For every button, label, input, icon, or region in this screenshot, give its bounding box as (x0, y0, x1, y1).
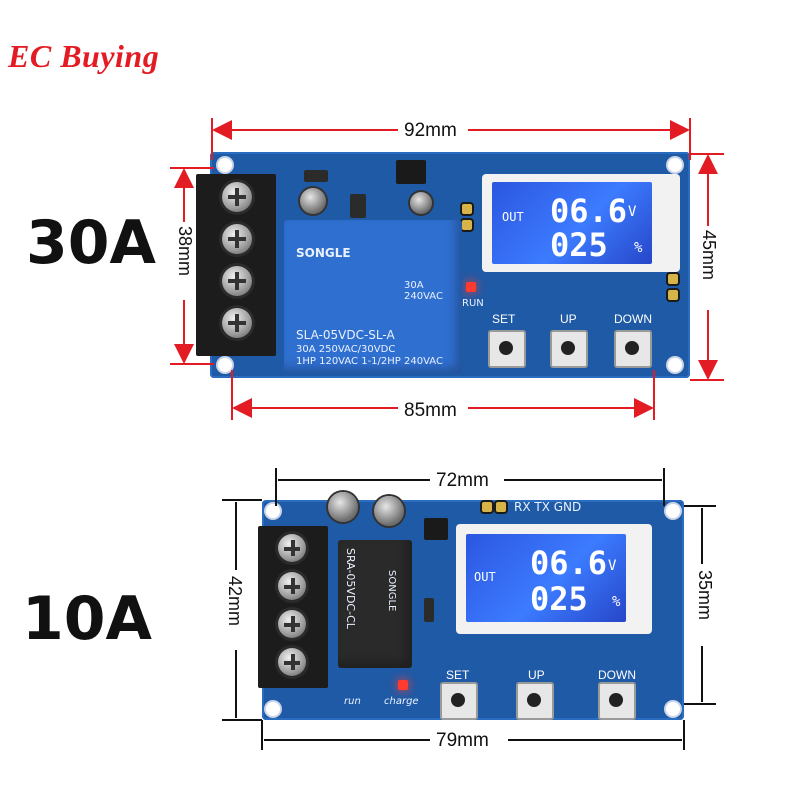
relay: SONGLE SLA-05VDC-SL-A 30A 250VAC/30VDC 1… (284, 220, 462, 374)
header-pin-icon (668, 290, 678, 300)
run-silk-label: run (344, 696, 361, 707)
screw-terminal-icon (222, 308, 252, 338)
relay-rating-2: 1HP 120VAC 1-1/2HP 240VAC (296, 356, 443, 367)
chip-icon (396, 160, 426, 184)
screw-terminal-icon (278, 648, 306, 676)
mount-hole-icon (218, 358, 232, 372)
header-pin-icon (668, 274, 678, 284)
relay-rating-1: 30A 250VAC/30VDC (296, 344, 396, 355)
header-rx-tx-gnd: RX TX GND (514, 500, 582, 514)
header-pin-icon (462, 204, 472, 214)
set-label: SET (446, 668, 470, 682)
screw-terminal-block (258, 526, 328, 688)
mount-hole-icon (668, 158, 682, 172)
bottom-height-left-label: 42mm (225, 576, 245, 627)
top-width-top-label: 92mm (404, 120, 457, 141)
mount-hole-icon (218, 158, 232, 172)
lcd-percent: 025 (550, 226, 608, 264)
capacitor-icon (300, 188, 326, 214)
up-button[interactable] (550, 330, 588, 368)
lcd-module: OUT 06.6 V 025 % (482, 174, 680, 272)
lcd-screen: OUT 06.6 V 025 % (492, 182, 652, 264)
screw-terminal-icon (222, 182, 252, 212)
run-silk-label: RUN (462, 298, 484, 309)
red-led-icon (466, 282, 476, 292)
lcd-screen: OUT 06.6 V 025 % (466, 534, 626, 622)
up-label: UP (528, 668, 545, 682)
capacitor-icon (410, 192, 432, 214)
lcd-voltage: 06.6 (550, 192, 628, 230)
lcd-unit-v: V (608, 558, 617, 574)
up-label: UP (560, 312, 577, 326)
down-button[interactable] (614, 330, 652, 368)
bottom-height-right-label: 35mm (695, 570, 715, 621)
header-pin-icon (496, 502, 506, 512)
red-led-icon (398, 680, 408, 690)
top-rating-label: 30A (26, 208, 156, 278)
lcd-percent: 025 (530, 580, 588, 618)
lcd-module: OUT 06.6 V 025 % (456, 524, 652, 634)
charge-silk-label: charge (384, 696, 419, 707)
relay-brand: SONGLE (296, 246, 351, 260)
mount-hole-icon (266, 504, 280, 518)
lcd-out-label: OUT (502, 210, 524, 224)
down-button[interactable] (598, 682, 636, 720)
lcd-out-label: OUT (474, 570, 496, 584)
down-label: DOWN (598, 668, 636, 682)
component-icon (350, 194, 366, 218)
top-width-bottom-label: 85mm (404, 400, 457, 421)
lcd-unit-percent: % (634, 240, 643, 256)
mount-hole-icon (666, 702, 680, 716)
relay-rating-3: 30A 240VAC (404, 280, 443, 302)
header-pin-icon (462, 220, 472, 230)
screw-terminal-icon (278, 610, 306, 638)
bottom-pcb-board: RX TX GND SRA-05VDC-CL SONGLE run charge… (262, 492, 684, 720)
relay-model: SRA-05VDC-CL (344, 548, 357, 629)
relay-brand: SONGLE (386, 570, 397, 612)
set-label: SET (492, 312, 516, 326)
screw-terminal-icon (278, 572, 306, 600)
capacitor-icon (374, 496, 404, 526)
mount-hole-icon (266, 702, 280, 716)
relay: SRA-05VDC-CL SONGLE (338, 540, 412, 668)
lcd-voltage: 06.6 (530, 544, 608, 582)
header-pin-icon (482, 502, 492, 512)
brand-logo: EC Buying (8, 38, 160, 74)
mount-hole-icon (666, 504, 680, 518)
lcd-unit-v: V (628, 204, 637, 220)
chip-icon (424, 518, 448, 540)
top-pcb-board: RUN SONGLE SLA-05VDC-SL-A 30A 250VAC/30V… (210, 152, 690, 378)
top-height-right-label: 45mm (699, 230, 719, 281)
relay-model: SLA-05VDC-SL-A (296, 328, 395, 342)
lcd-unit-percent: % (612, 594, 621, 610)
diode-icon (304, 170, 328, 182)
screw-terminal-block (196, 174, 276, 356)
bottom-width-bottom-label: 79mm (436, 730, 489, 751)
top-height-left-label: 38mm (175, 226, 195, 277)
capacitor-icon (328, 492, 358, 522)
screw-terminal-icon (278, 534, 306, 562)
set-button[interactable] (440, 682, 478, 720)
diode-icon (424, 598, 434, 622)
set-button[interactable] (488, 330, 526, 368)
down-label: DOWN (614, 312, 652, 326)
mount-hole-icon (668, 358, 682, 372)
screw-terminal-icon (222, 224, 252, 254)
bottom-rating-label: 10A (22, 584, 152, 654)
bottom-width-top-label: 72mm (436, 470, 489, 491)
screw-terminal-icon (222, 266, 252, 296)
up-button[interactable] (516, 682, 554, 720)
